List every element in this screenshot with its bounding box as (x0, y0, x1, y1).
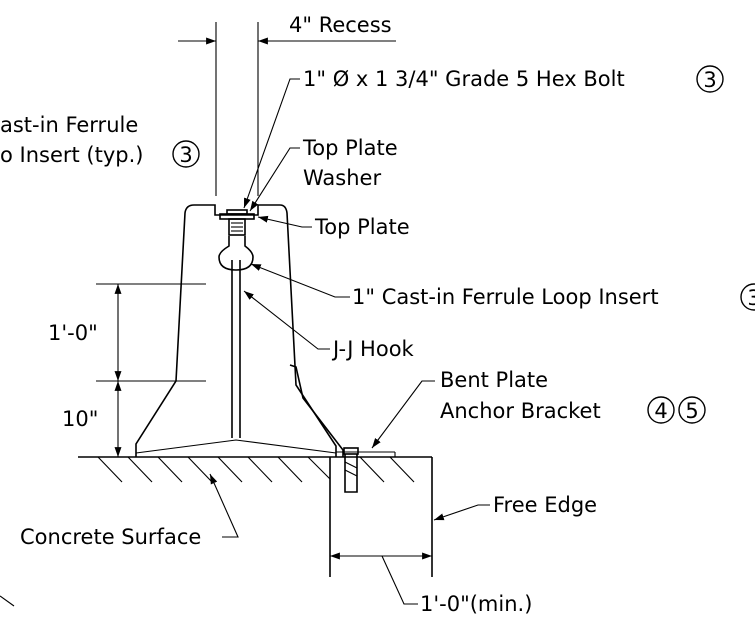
bracket-ref-b-circle (678, 396, 706, 424)
hex-bolt-ref: 3 (703, 68, 716, 92)
ferrule-left-ref-circle (172, 140, 200, 168)
bracket-ref-a-circle (647, 396, 675, 424)
min-dimension-label: 1'-0"(min.) (420, 592, 532, 616)
bracket-ref-a: 4 (654, 399, 667, 423)
recess-label: 4" Recess (289, 13, 392, 37)
free-edge-leader (433, 504, 490, 521)
jj-hook-rod (231, 260, 241, 438)
concrete-surface-leader (209, 473, 239, 538)
washer-label-line2: Washer (303, 166, 381, 190)
top-plate-assembly (219, 209, 255, 236)
ferrule-left-ref: 3 (179, 143, 192, 167)
hex-bolt-ref-circle (696, 65, 724, 93)
barrier-profile (135, 204, 396, 457)
break-line (0, 595, 15, 607)
jj-hook-leader (243, 290, 330, 350)
min-dimension-leader (381, 555, 418, 605)
ferrule-left-label-line2: o Insert (typ.) (0, 143, 143, 167)
bent-plate-label-line2: Anchor Bracket (440, 399, 601, 423)
bracket-ref-b: 5 (685, 399, 698, 423)
dim-1ft-label: 1'-0" (48, 321, 98, 345)
free-edge-label: Free Edge (493, 493, 597, 517)
vertical-dimensions (96, 283, 206, 457)
bent-plate-leader (371, 380, 435, 449)
loop-insert-ref: 3 (747, 286, 755, 310)
loop-insert-label: 1" Cast-in Ferrule Loop Insert (352, 285, 659, 309)
concrete-surface-line (78, 456, 433, 577)
ground-hatch (97, 456, 415, 483)
concrete-surface-label: Concrete Surface (20, 525, 201, 549)
top-plate-leader (257, 215, 312, 228)
jj-hook-label: J-J Hook (331, 337, 415, 361)
recess-dimension (178, 22, 396, 196)
ferrule-loop-insert (218, 236, 254, 271)
anchor-bolt (343, 447, 359, 493)
dim-10in-label: 10" (62, 407, 98, 431)
loop-insert-ref-circle (740, 283, 755, 311)
hex-bolt-label: 1" Ø x 1 3/4" Grade 5 Hex Bolt (303, 67, 625, 91)
washer-label-line1: Top Plate (302, 136, 398, 160)
bent-plate-label-line1: Bent Plate (440, 368, 548, 392)
ferrule-left-label-line1: ast-in Ferrule (0, 113, 138, 137)
loop-insert-leader (250, 263, 350, 298)
hex-bolt-leader (243, 78, 300, 209)
top-plate-label: Top Plate (314, 215, 410, 239)
washer-leader (249, 147, 300, 212)
